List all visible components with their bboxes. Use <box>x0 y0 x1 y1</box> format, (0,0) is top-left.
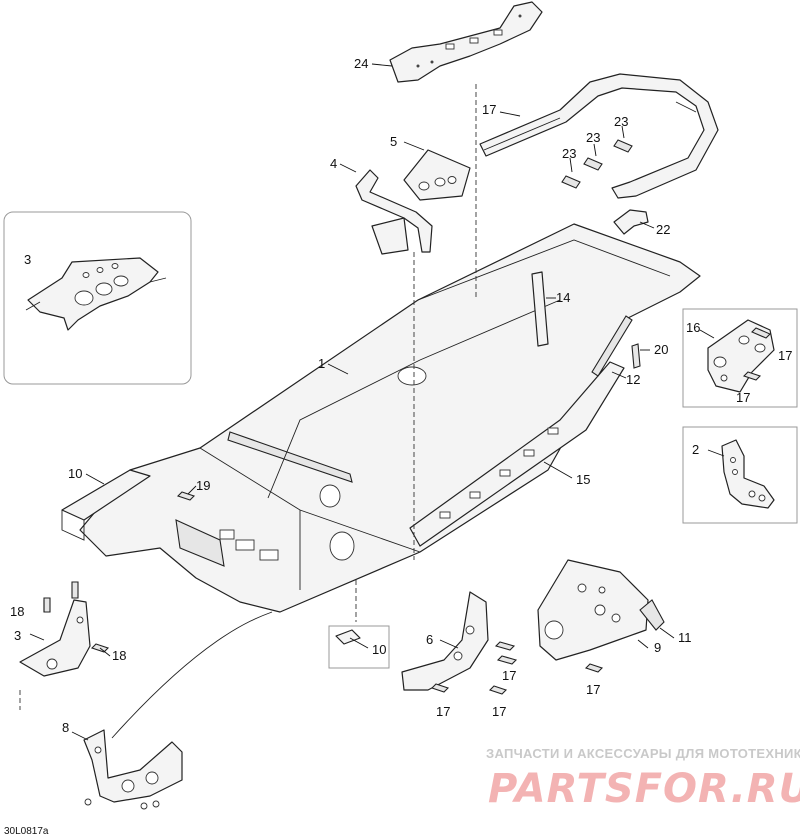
callout-1: 1 <box>318 356 325 371</box>
callout-24: 24 <box>354 56 368 71</box>
callout-16: 16 <box>686 320 700 335</box>
part-10-clip <box>335 629 361 645</box>
cable-line <box>111 611 273 739</box>
callout-17d: 17 <box>436 704 450 719</box>
part-12-strip <box>591 315 633 377</box>
callout-2: 2 <box>692 442 699 457</box>
callout-18a: 18 <box>10 604 24 619</box>
callout-17b: 17 <box>736 390 750 405</box>
callout-8: 8 <box>62 720 69 735</box>
callout-12: 12 <box>626 372 640 387</box>
callout-4: 4 <box>330 156 337 171</box>
part-4-bracket <box>355 169 433 255</box>
part-9-bracket <box>537 559 649 661</box>
part-20-rivet <box>631 343 641 369</box>
leader-lines <box>29 63 725 741</box>
part-8-bracket <box>83 729 183 803</box>
callout-6: 6 <box>426 632 433 647</box>
part-21-handle <box>479 73 719 199</box>
watermark-logo: PARTSFOR.RU <box>488 766 800 812</box>
callout-18b: 18 <box>112 648 126 663</box>
part-3-bracket <box>19 599 91 677</box>
part-22-cap <box>613 209 649 235</box>
callout-14: 15 <box>576 472 590 487</box>
callout-13: 14 <box>556 290 570 305</box>
part-2-bracket <box>721 439 775 509</box>
callout-5: 5 <box>390 134 397 149</box>
callout-20: 20 <box>654 342 668 357</box>
callout-7: 3 <box>24 252 31 267</box>
callout-3: 3 <box>14 628 21 643</box>
part-14-running-board <box>409 361 625 547</box>
callout-22: 22 <box>656 222 670 237</box>
callout-9: 9 <box>654 640 661 655</box>
callout-17c: 17 <box>502 668 516 683</box>
part-11-clip <box>639 599 665 631</box>
callout-19: 19 <box>196 478 210 493</box>
part-5-plate <box>403 149 471 201</box>
fastener-bolts <box>43 327 771 810</box>
inset-box-10 <box>328 625 390 669</box>
callout-23a: 23 <box>614 114 628 129</box>
callout-11: 11 <box>678 630 692 645</box>
watermark-tagline: ЗАПЧАСТИ И АКСЕССУАРЫ ДЛЯ МОТОТЕХНИКИ <box>486 746 800 761</box>
callout-17e: 17 <box>492 704 506 719</box>
part-13-brace <box>531 271 549 347</box>
callout-23b: 23 <box>586 130 600 145</box>
part-24-bracket <box>389 1 543 83</box>
callout-21: 17 <box>482 102 496 117</box>
part-6-bracket <box>401 591 489 691</box>
callout-23c: 23 <box>562 146 576 161</box>
callout-15: 10 <box>68 466 82 481</box>
part-23-bolts <box>561 139 633 189</box>
drawing-reference-code: 30L0817a <box>4 826 49 837</box>
part-15-plate <box>61 469 151 541</box>
part-16-bracket <box>707 319 775 393</box>
part-7-bracket <box>25 257 167 331</box>
callout-10: 10 <box>372 642 386 657</box>
callout-17a: 17 <box>778 348 792 363</box>
callout-17f: 17 <box>586 682 600 697</box>
